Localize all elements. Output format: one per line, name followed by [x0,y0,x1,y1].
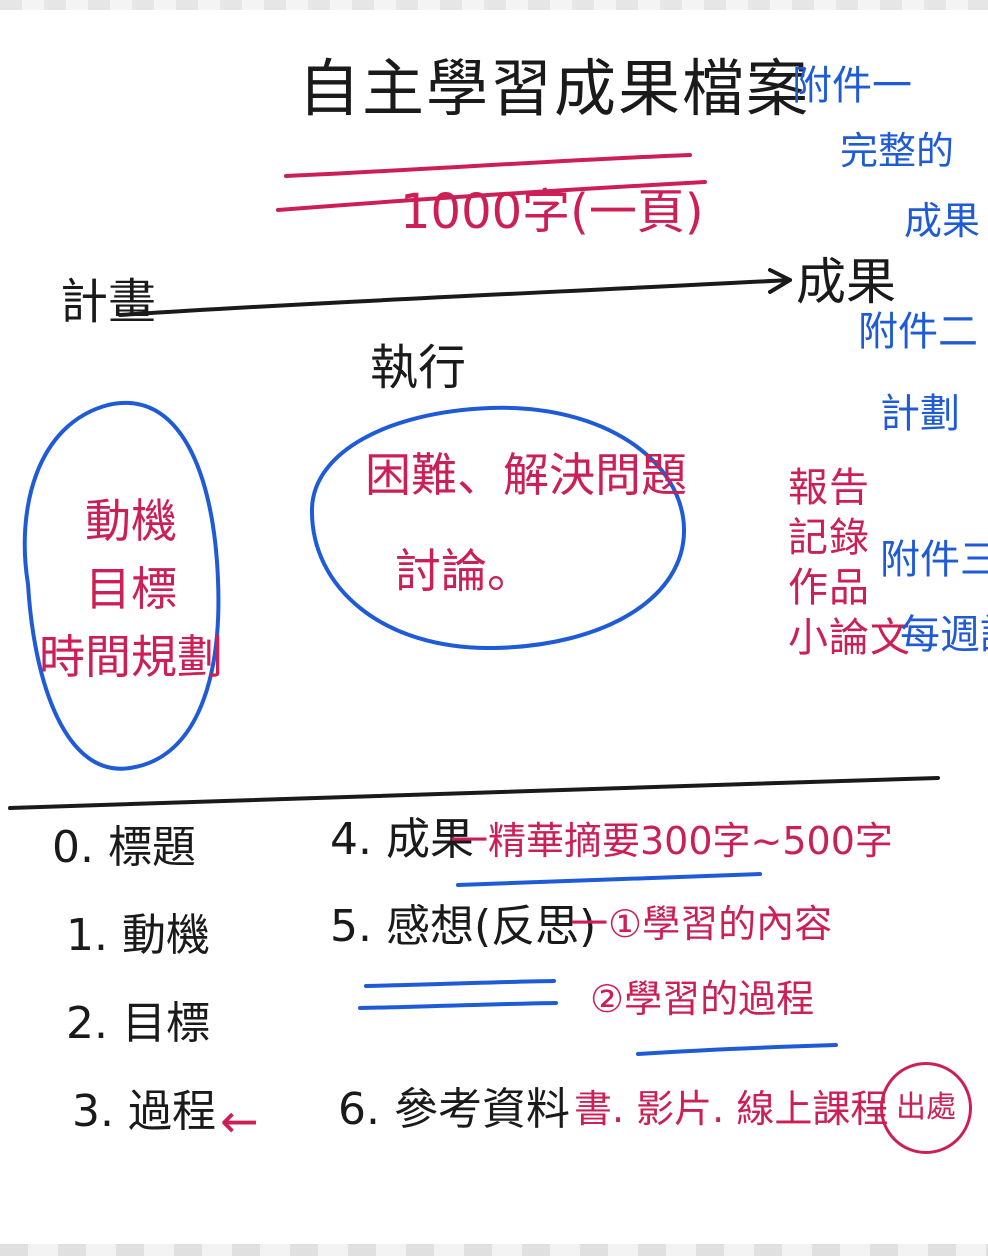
attachment-three-label: 附件三 [880,537,988,583]
item4-underline [456,872,762,887]
section-divider [8,776,940,810]
outline-item-references-note: 書. 影片. 線上課程 [574,1087,889,1131]
middle-oval [309,405,687,651]
outline-item-goal: 2. 目標 [66,998,210,1049]
main-arrow-head [768,268,792,294]
title-underline-top [284,153,692,178]
page-subtitle: 1000字(一頁) [400,184,704,240]
outline-item-result-note: 一精華摘要300字~500字 [450,819,893,863]
attachment-one-detail-2: 成果 [904,199,981,243]
main-arrow-line [118,278,792,317]
item5-underline-2 [358,1001,558,1010]
item5-underline-1 [364,979,556,988]
outline-item-process: 3. 過程 [72,1086,216,1137]
outline-list: 0. 標題 1. 動機 2. 目標 3. 過程 [52,826,272,1178]
plan-item-goal: 目標 [85,562,177,616]
plan-item-motivation: 動機 [85,494,177,548]
execute-item-difficulty: 困難、解決問題 [365,448,687,502]
title-underline-bottom [276,180,707,212]
attachment-two-label: 附件二 [858,309,978,355]
top-paper-edge [0,0,988,10]
outline-item-reflection-note-1: 一①學習的內容 [570,902,833,946]
attachment-two-detail: 計劃 [880,391,960,437]
attachment-one-label: 附件一 [792,63,912,109]
left-arrow-icon: ← [220,1094,259,1148]
bottom-paper-edge [0,1244,988,1256]
plan-label: 計畫 [60,274,157,330]
outline-item-result: 4. 成果 [330,814,474,865]
outline-item-reflection-note-2: ②學習的過程 [590,977,815,1021]
item5-note-underline [636,1043,838,1056]
source-label: 出處 [880,1062,972,1154]
attachment-three-detail: 每週記錄 [900,612,988,658]
result-item-report: 報告 [788,465,870,511]
result-item-paper: 小論文 [788,615,911,661]
outline-item-references: 6. 參考資料 [338,1084,570,1135]
outline-item-reflection: 5. 感想(反思) [330,901,597,952]
plan-items: 動機 目標 時間規劃 [36,498,226,702]
execute-item-discussion: 討論。 [395,544,533,598]
plan-item-schedule: 時間規劃 [39,630,223,684]
result-item-work: 作品 [788,565,870,611]
page-title: 自主學習成果檔案 [298,52,811,125]
attachment-one-detail-1: 完整的 [840,129,955,173]
left-oval [22,401,221,771]
result-label: 成果 [796,253,896,311]
result-item-record: 記錄 [788,515,870,561]
execute-label: 執行 [370,340,467,396]
result-items: 報告 記錄 作品 小論文 [788,465,911,668]
outline-item-title: 0. 標題 [52,822,196,873]
outline-item-motivation: 1. 動機 [66,910,210,961]
